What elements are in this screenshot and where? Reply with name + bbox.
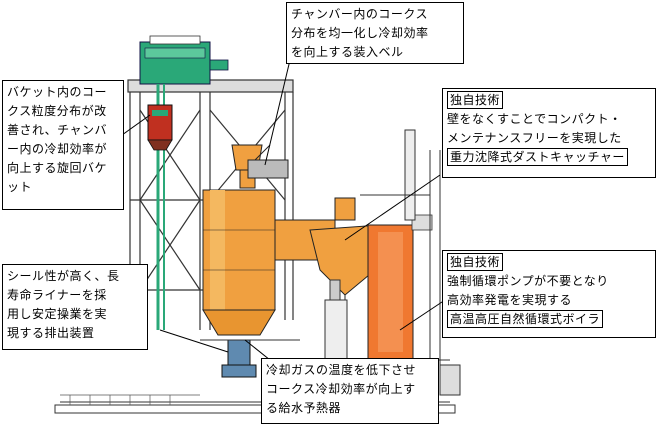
equipment-name-dust-catcher: 重力沈降式ダストキャッチャー [447,148,628,166]
ground-base [54,404,456,414]
feedwater-preheater [324,279,348,361]
leader-lines [121,59,446,361]
callout-boiler: 独自技術 強制循環ポンプが不要となり 高効率発電を実現する 高温高圧自然循環式ボ… [442,250,656,338]
proprietary-tech-tag: 独自技術 [447,91,504,109]
rotating-bucket [147,104,173,151]
boiler [367,214,433,361]
callout-text: 善され、チャンバ [7,123,108,137]
callout-text: 強制循環ポンプが不要となり [447,274,609,288]
equipment-name-boiler: 高温高圧自然循環式ボイラ [447,310,604,328]
callout-text: を向上する装入ベル [291,45,404,59]
callout-text: 寿命ライナーを採 [7,288,107,302]
callout-text: メンテナンスフリーを実現した [447,131,622,145]
callout-feedwater-preheater: 冷却ガスの温度を低下させ コークス冷却効率が向上す る給水予熱器 [261,358,439,424]
callout-text: 冷却ガスの温度を低下させ [266,363,417,377]
callout-text: 用し安定操業を実 [7,307,108,321]
callout-text: 高効率発電を実現する [447,293,573,307]
proprietary-tech-tag: 独自技術 [447,253,504,271]
callout-charging-bell: チャンバー内のコークス 分布を均一化し冷却効率 を向上する装入ベル [286,2,464,64]
discharge-device [200,339,300,378]
callout-dust-catcher: 独自技術 壁をなくすことでコンパクト・ メンテナンスフリーを実現した 重力沈降式… [442,88,656,178]
callout-text: クス粒度分布が改 [7,104,107,118]
callout-text: る給水予熱器 [266,401,342,415]
callout-text: 向上する旋回バケ [7,161,108,175]
callout-text: ー内の冷却効率が [7,142,108,156]
callout-discharge-device: シール性が高く、長 寿命ライナーを採 用し安定操業を実 現する排出装置 [2,264,148,350]
charging-bell [247,144,289,179]
crane [139,35,229,85]
callout-text: チャンバー内のコークス [291,7,429,21]
callout-rotating-bucket: バケット内のコー クス粒度分布が改 善され、チャンバ ー内の冷却効率が 向上する… [2,80,124,210]
callout-text: ット [7,180,33,194]
callout-text: 壁をなくすことでコンパクト・ [447,112,622,126]
ground-railing [60,394,200,405]
callout-text: 分布を均一化し冷却効率 [291,26,429,40]
callout-text: バケット内のコー [7,85,108,99]
callout-text: コークス冷却効率が向上す [266,382,416,396]
callout-text: 現する排出装置 [7,326,95,340]
callout-text: シール性が高く、長 [7,269,120,283]
